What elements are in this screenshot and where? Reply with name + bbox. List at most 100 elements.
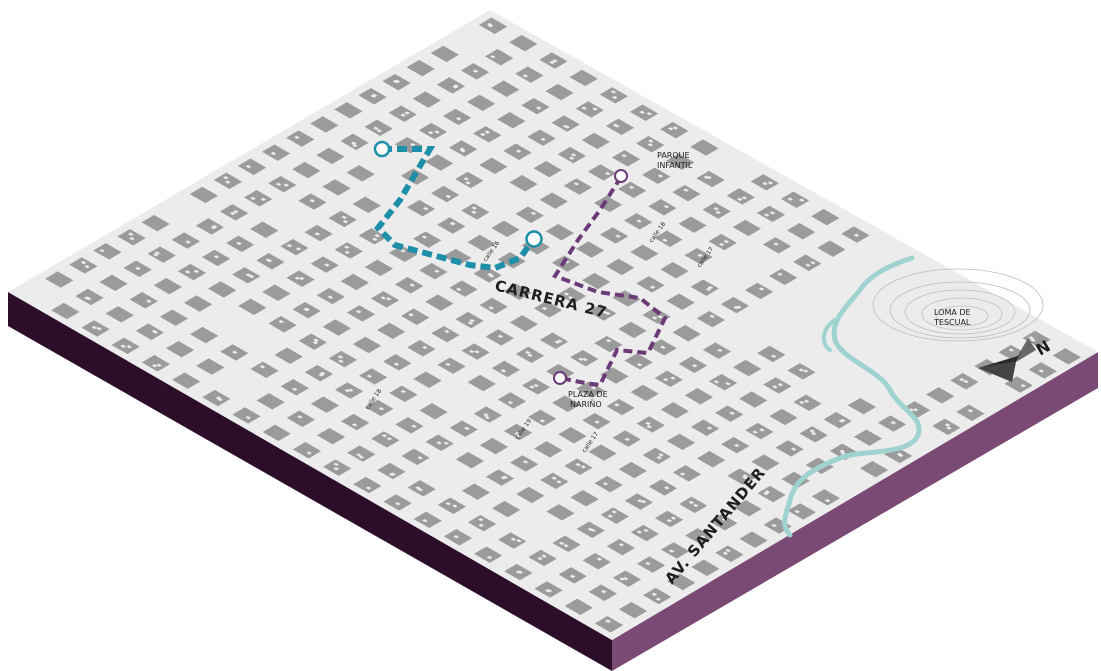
city-block xyxy=(455,171,484,189)
city-block xyxy=(666,433,696,451)
city-block xyxy=(611,150,641,167)
courtyard xyxy=(763,491,769,496)
city-block xyxy=(370,291,400,308)
courtyard xyxy=(126,345,132,349)
city-block xyxy=(413,371,442,388)
teal-route-start-marker[interactable] xyxy=(373,140,391,158)
courtyard xyxy=(404,111,410,115)
courtyard xyxy=(558,541,565,545)
label-loma-tescual-line1: LOMA DE xyxy=(934,308,971,317)
courtyard xyxy=(563,544,569,548)
purple-route-end-marker[interactable] xyxy=(553,371,567,385)
courtyard xyxy=(355,310,362,314)
city-block xyxy=(546,504,575,521)
courtyard xyxy=(540,137,546,142)
courtyard xyxy=(636,363,643,367)
courtyard xyxy=(343,245,350,249)
courtyard xyxy=(663,486,670,490)
courtyard xyxy=(838,419,845,423)
courtyard xyxy=(777,383,784,387)
courtyard xyxy=(790,447,797,451)
courtyard xyxy=(541,306,548,311)
city-block xyxy=(286,130,315,147)
city-block xyxy=(238,298,267,316)
courtyard xyxy=(539,419,546,423)
city-block xyxy=(280,238,309,256)
courtyard xyxy=(839,449,846,453)
courtyard xyxy=(651,316,658,320)
city-block xyxy=(744,282,774,300)
city-block xyxy=(539,332,569,349)
city-block xyxy=(606,398,635,416)
city-block xyxy=(678,356,707,373)
courtyard xyxy=(706,175,712,180)
city-block xyxy=(135,323,164,340)
city-block xyxy=(304,224,333,242)
courtyard xyxy=(657,315,663,319)
city-block xyxy=(419,403,448,420)
purple-route-start-marker[interactable] xyxy=(614,169,628,183)
courtyard xyxy=(344,250,351,255)
courtyard xyxy=(742,475,748,480)
city-block xyxy=(437,357,466,374)
courtyard xyxy=(567,296,574,300)
courtyard xyxy=(672,126,679,130)
courtyard xyxy=(596,557,603,561)
city-block xyxy=(739,531,768,548)
city-block xyxy=(105,306,134,323)
city-block xyxy=(171,232,200,249)
courtyard xyxy=(372,237,378,242)
city-block xyxy=(715,405,744,422)
courtyard xyxy=(488,274,495,278)
city-block xyxy=(183,295,213,312)
courtyard xyxy=(578,357,584,361)
courtyard xyxy=(530,211,537,216)
courtyard xyxy=(487,22,493,27)
city-block xyxy=(672,325,701,342)
city-block xyxy=(316,427,346,445)
courtyard xyxy=(297,415,303,419)
city-block xyxy=(733,359,762,377)
courtyard xyxy=(400,389,407,394)
courtyard xyxy=(705,287,712,292)
courtyard xyxy=(365,486,372,490)
city-block xyxy=(582,553,611,570)
courtyard xyxy=(551,476,557,480)
city-block xyxy=(956,404,985,421)
courtyard xyxy=(313,338,319,342)
city-block xyxy=(588,584,617,601)
city-block xyxy=(660,262,689,279)
city-block xyxy=(437,217,466,234)
city-block xyxy=(558,427,587,444)
city-block xyxy=(442,108,472,126)
city-block xyxy=(654,510,684,528)
city-block xyxy=(587,164,617,181)
courtyard xyxy=(344,389,351,393)
courtyard xyxy=(529,385,535,389)
courtyard xyxy=(409,143,416,147)
city-block xyxy=(648,479,678,496)
city-block xyxy=(431,185,460,203)
courtyard xyxy=(655,597,662,601)
city-block xyxy=(606,258,635,276)
courtyard xyxy=(764,490,771,494)
city-block xyxy=(467,94,496,112)
city-block xyxy=(648,199,677,216)
label-parque-infantil-line1: PARQUE xyxy=(657,151,690,160)
city-block xyxy=(823,412,852,429)
city-block xyxy=(570,490,599,507)
courtyard xyxy=(1008,348,1015,352)
city-block xyxy=(461,203,490,220)
courtyard xyxy=(409,283,416,287)
river-branch xyxy=(821,318,837,352)
teal-route xyxy=(373,146,536,272)
city-block xyxy=(359,368,388,385)
city-block xyxy=(817,240,846,257)
city-block xyxy=(762,237,792,254)
courtyard xyxy=(697,253,703,257)
courtyard xyxy=(283,183,290,187)
courtyard xyxy=(156,363,162,367)
courtyard xyxy=(260,197,267,201)
courtyard xyxy=(763,213,770,217)
teal-route-end-marker[interactable] xyxy=(525,230,543,248)
